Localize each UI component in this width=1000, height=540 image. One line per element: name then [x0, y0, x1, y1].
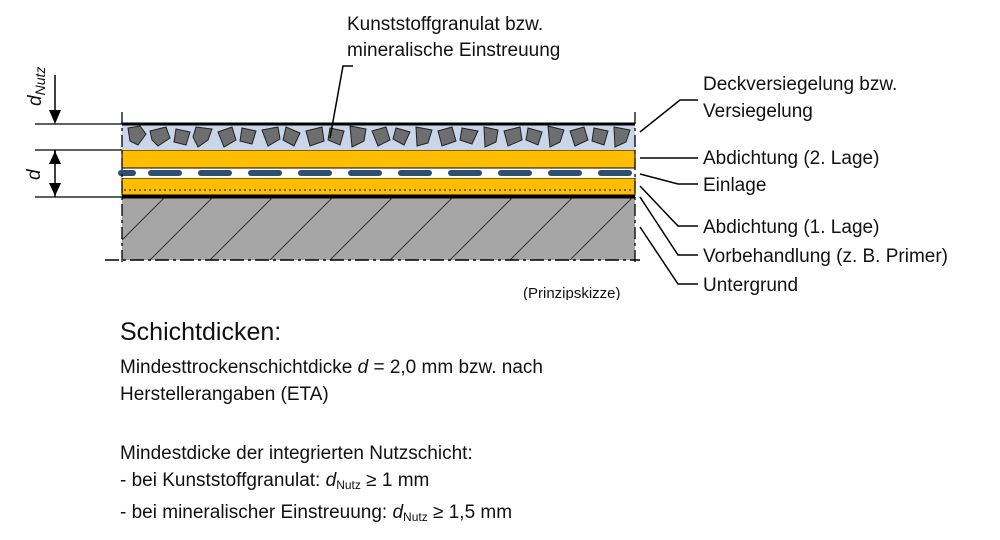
- substrate-hatching: [121, 196, 634, 261]
- dimension-d: [35, 150, 122, 198]
- label-deckversiegelung-line1: Deckversiegelung bzw.: [703, 74, 897, 95]
- granulate-stones: [127, 125, 631, 148]
- p2-line2: - bei Kunststoffgranulat: dNutz ≥ 1 mm: [120, 470, 430, 492]
- p1-line1: Mindesttrockenschichtdicke d = 2,0 mm bz…: [120, 357, 543, 378]
- substrate-layer: [122, 197, 635, 260]
- insert-dashes: [118, 170, 632, 176]
- p2-line1: Mindestdicke der integrierten Nutzschich…: [120, 443, 473, 464]
- label-granulat-line2: mineralische Einstreuung: [347, 40, 560, 61]
- label-granulat-line1: Kunststoffgranulat bzw.: [347, 14, 543, 35]
- d-nutz-label: dNutz: [25, 67, 48, 106]
- label-deckversiegelung-line2: Versiegelung: [703, 101, 813, 122]
- dimension-d-nutz: [35, 75, 122, 162]
- label-einlage: Einlage: [703, 175, 766, 196]
- label-untergrund: Untergrund: [703, 275, 798, 296]
- p2-line3: - bei mineralischer Einstreuung: dNutz ≥…: [120, 502, 513, 524]
- label-vorbehandlung: Vorbehandlung (z. B. Primer): [703, 246, 948, 267]
- label-prinzipskizze: (Prinzipskizze): [523, 285, 621, 300]
- paragraph-mindesttrockenschichtdicke: Mindesttrockenschichtdicke d = 2,0 mm bz…: [120, 354, 543, 408]
- d-label: d: [24, 168, 45, 180]
- label-abdichtung-2: Abdichtung (2. Lage): [703, 148, 879, 169]
- waterproofing-layer-1: [121, 177, 636, 196]
- leader-lines: [329, 65, 698, 285]
- layer-diagram: dNutz d Kunststoffgranulat bzw. minerali…: [24, 14, 948, 300]
- heading-schichtdicken: Schichtdicken:: [120, 318, 282, 346]
- p1-line2: Herstellerangaben (ETA): [120, 384, 329, 405]
- label-abdichtung-1: Abdichtung (1. Lage): [703, 217, 879, 238]
- waterproofing-layer-2: [121, 149, 636, 169]
- paragraph-nutzschicht: Mindestdicke der integrierten Nutzschich…: [120, 440, 512, 531]
